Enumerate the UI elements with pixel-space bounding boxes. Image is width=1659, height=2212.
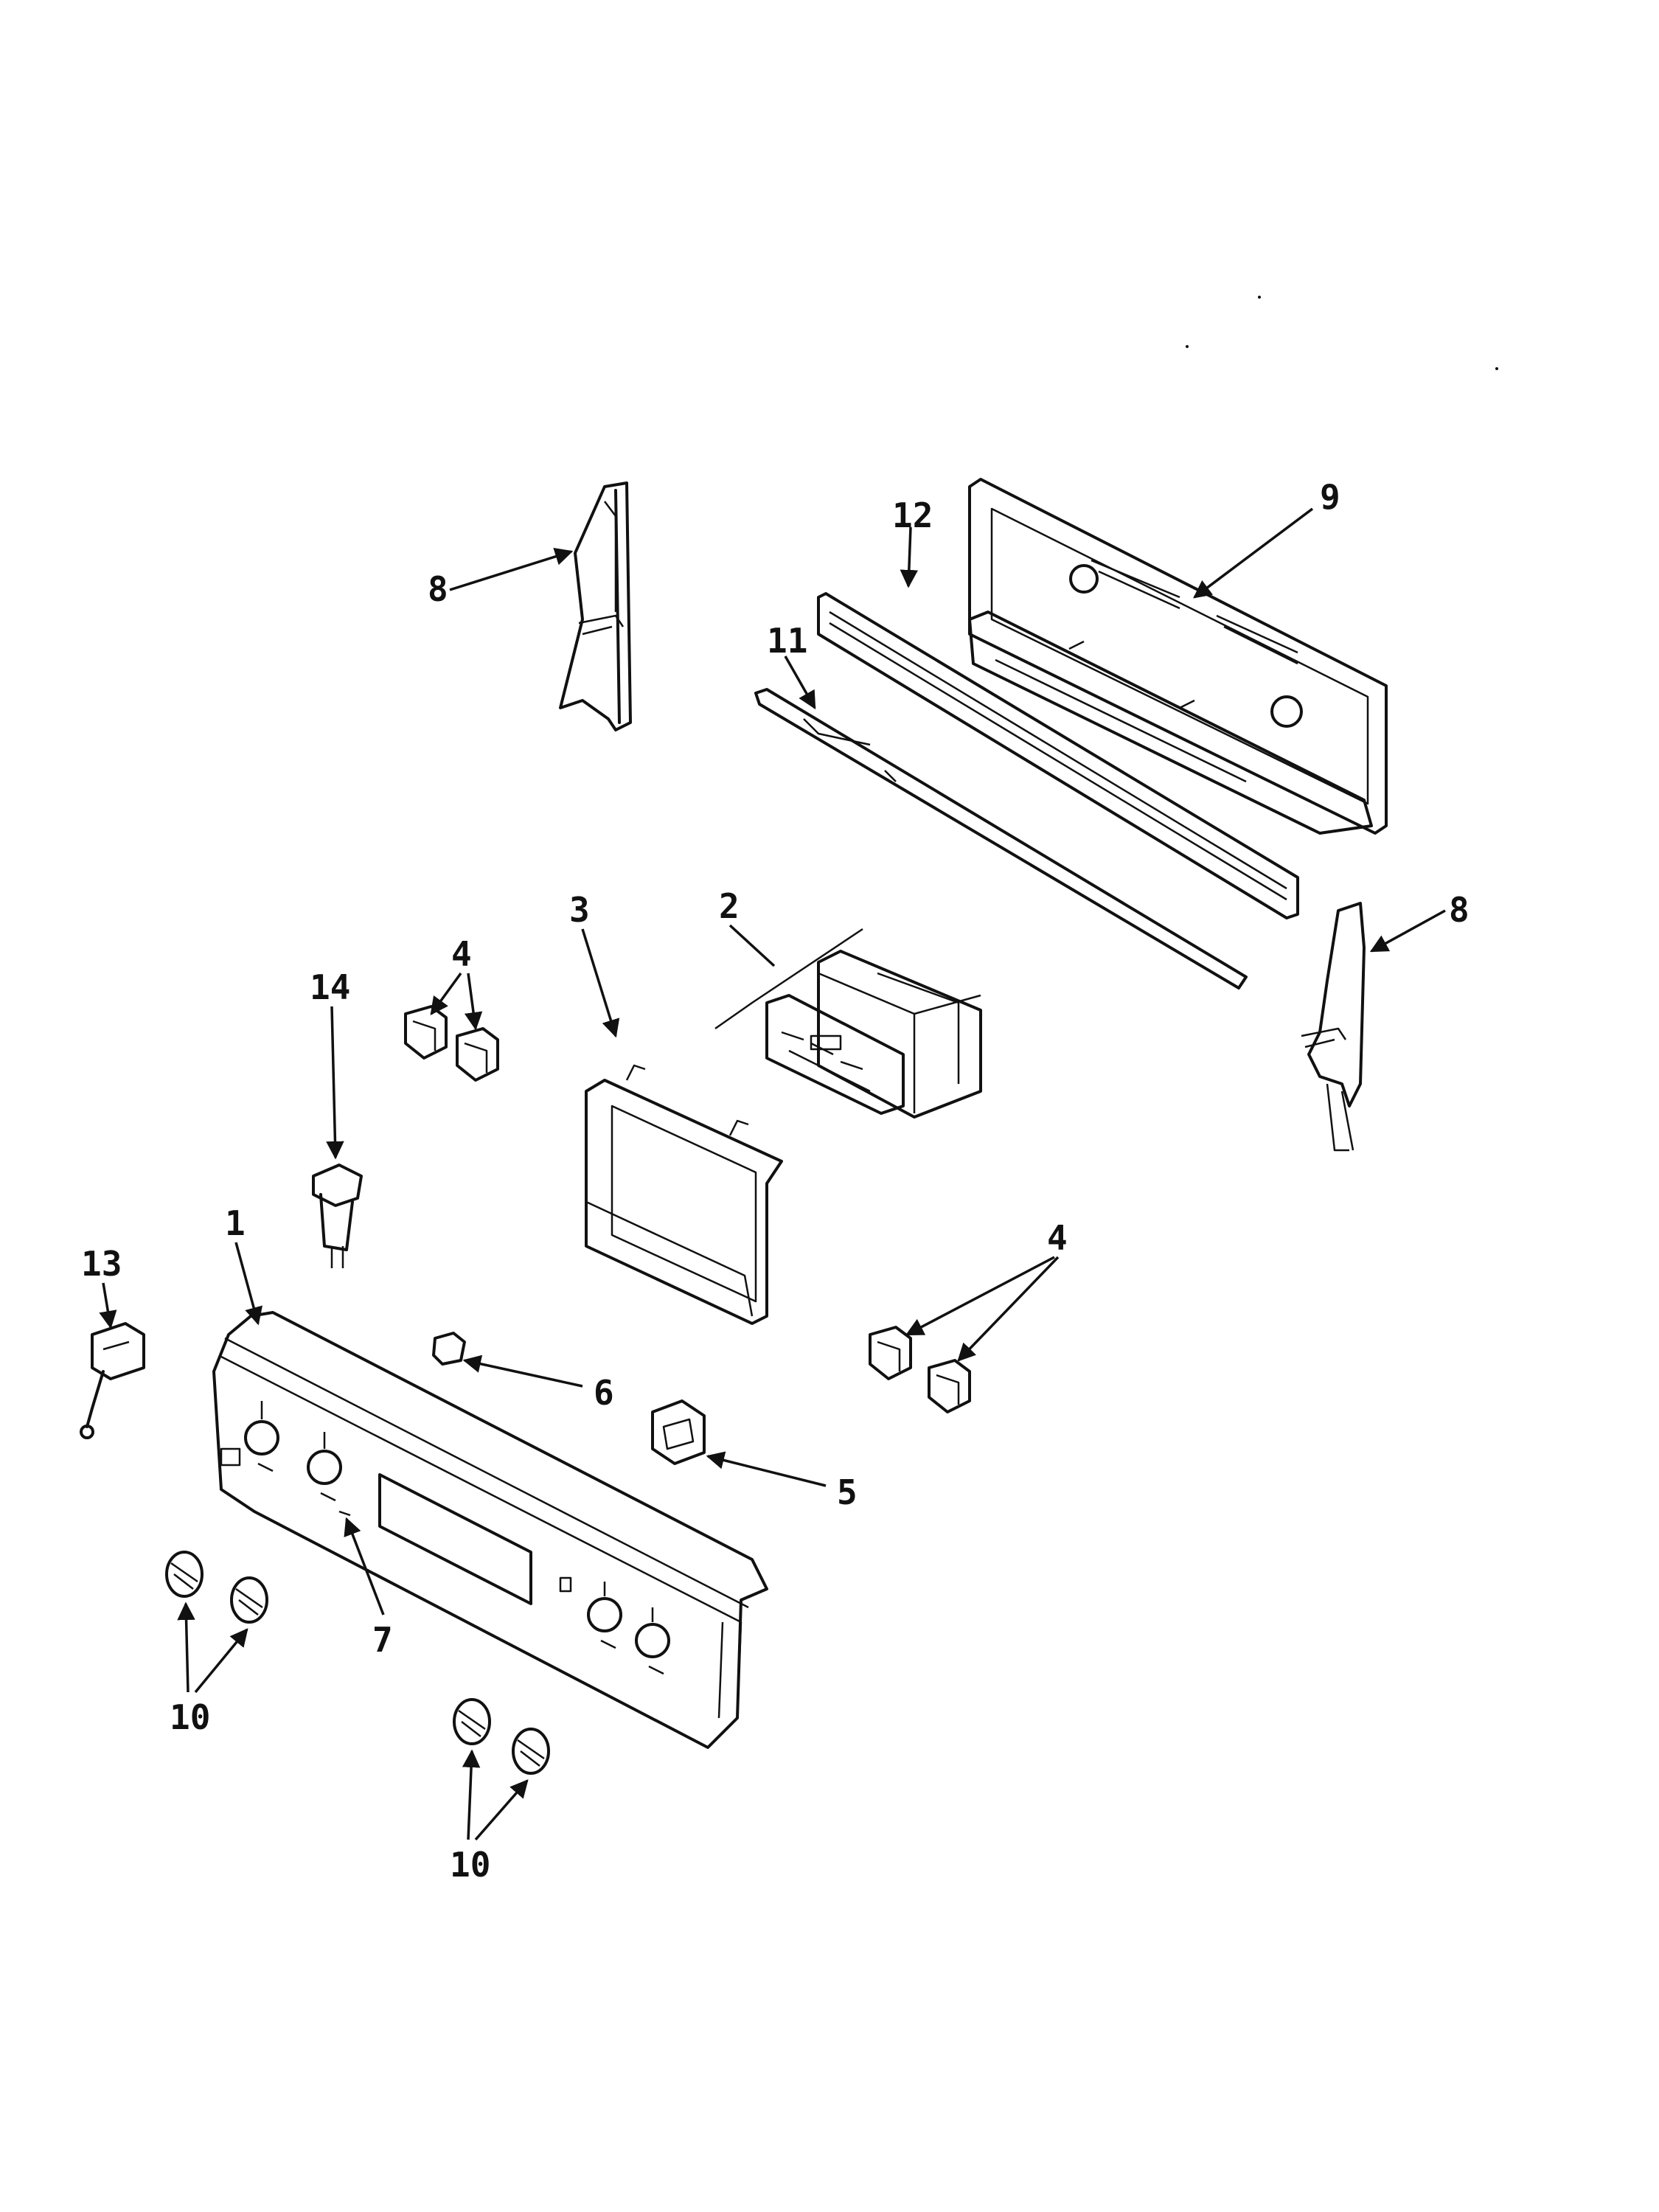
callout-4-upper: 4	[451, 934, 472, 974]
callout-9: 9	[1320, 477, 1340, 517]
callout-10-left: 10	[170, 1697, 210, 1737]
callout-14: 14	[310, 967, 350, 1007]
terminal-block	[80, 1322, 145, 1439]
infinite-switch-upper-a	[404, 1005, 448, 1060]
callout-labels: 8 9 12 11 8 2 3 4 14 4 1 13 6 5 7 10 10	[81, 477, 1470, 1885]
callout-8-right: 8	[1449, 890, 1470, 930]
side-bracket-right	[1301, 902, 1366, 1152]
infinite-switch-lower-b	[928, 1359, 971, 1413]
side-bracket-left	[559, 481, 632, 731]
lower-trim-strip	[754, 688, 1248, 990]
rear-control-panel	[968, 478, 1388, 835]
callout-3: 3	[569, 890, 590, 930]
callout-12: 12	[892, 495, 933, 535]
control-console	[212, 1311, 768, 1749]
upper-trim-strip	[817, 592, 1299, 919]
scan-specks	[1186, 296, 1498, 370]
callout-5: 5	[837, 1472, 858, 1512]
callout-1: 1	[225, 1203, 246, 1243]
rocker-switch	[651, 1399, 706, 1465]
display-window-frame	[585, 1064, 783, 1325]
callout-10-lower: 10	[450, 1845, 490, 1885]
control-overlay-keypad	[765, 994, 905, 1115]
callout-8-left: 8	[428, 569, 448, 609]
indicator-component	[312, 1164, 363, 1268]
small-rocker-switch	[432, 1332, 466, 1366]
callout-11: 11	[767, 621, 807, 661]
callout-7: 7	[372, 1620, 393, 1660]
callout-4-lower: 4	[1047, 1218, 1068, 1258]
control-knob-left-a	[165, 1551, 204, 1598]
control-bracket-line	[714, 928, 863, 1030]
leader-lines	[99, 507, 1446, 1841]
callout-13: 13	[81, 1244, 122, 1284]
callout-2: 2	[719, 886, 740, 926]
control-knob-lower-a	[453, 1698, 491, 1745]
control-knob-lower-b	[512, 1728, 550, 1775]
callout-6: 6	[594, 1373, 614, 1413]
control-knob-left-b	[230, 1576, 268, 1624]
infinite-switch-upper-b	[456, 1027, 499, 1082]
electronic-control-board	[817, 950, 982, 1119]
infinite-switch-lower-a	[869, 1326, 912, 1380]
